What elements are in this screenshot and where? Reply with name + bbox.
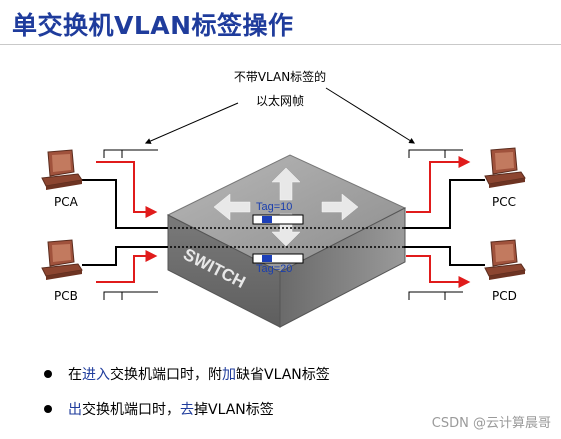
bullet-dot	[44, 370, 52, 378]
switch-icon	[166, 154, 407, 328]
pc-label-a: PCA	[54, 195, 78, 209]
cables	[82, 179, 485, 266]
pc-icon	[484, 239, 526, 280]
bullet-text: 在	[68, 367, 82, 383]
bullet-highlight: 加	[222, 367, 236, 383]
bullet-highlight: 进入	[82, 367, 110, 383]
tag-frame-10	[252, 214, 304, 225]
caption-pointer-right	[325, 87, 416, 144]
bullet-egress: 出交换机端口时，去掉VLAN标签	[44, 399, 274, 419]
frame-caption-line2: 以太网帧	[255, 94, 304, 108]
caption-pointer-left	[144, 102, 239, 144]
watermark: CSDN @云计算晨哥	[431, 416, 551, 431]
frame-caption-line1: 不带VLAN标签的	[233, 70, 327, 84]
bullet-highlight: 去	[180, 402, 194, 418]
bullet-text: 掉VLAN标签	[194, 402, 274, 418]
bullet-text: 交换机端口时，	[82, 402, 180, 418]
bullet-ingress: 在进入交换机端口时，附加缺省VLAN标签	[44, 364, 330, 384]
tag-label-10: Tag=10	[256, 201, 293, 213]
title-divider	[0, 44, 561, 45]
page-title: 单交换机VLAN标签操作	[12, 11, 294, 40]
tag-frame-20	[252, 253, 304, 264]
pc-label-c: PCC	[492, 195, 516, 209]
pc-label-d: PCD	[492, 289, 517, 303]
tag-label-20: Tag=20	[256, 263, 293, 275]
pc-icon	[41, 149, 83, 190]
pc-label-b: PCB	[54, 289, 78, 303]
bullet-highlight: 出	[68, 402, 82, 418]
frame-brackets	[103, 149, 463, 300]
bullet-text: 缺省VLAN标签	[236, 367, 330, 383]
bullet-text: 交换机端口时，附	[110, 367, 222, 383]
arrow-icon	[96, 156, 471, 288]
pc-icon	[484, 147, 526, 188]
pc-icon	[41, 239, 83, 280]
bullet-dot	[44, 405, 52, 413]
